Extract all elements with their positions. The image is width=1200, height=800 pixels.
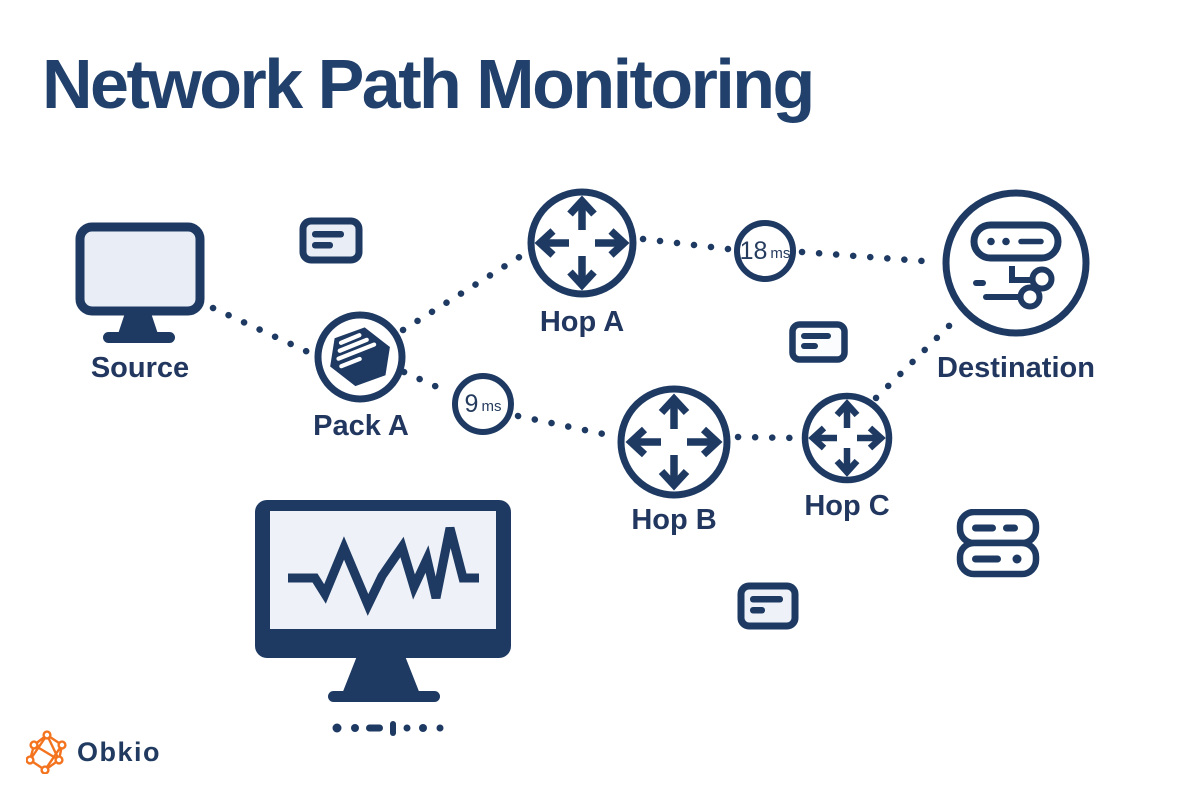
server-stack-icon — [956, 509, 1040, 578]
latency-unit: ms — [481, 398, 502, 415]
logo-text: Obkio — [77, 736, 162, 767]
server-node-icon — [942, 189, 1090, 337]
link-latency9-hop-b — [514, 412, 617, 440]
packet-label: Pack A — [313, 410, 409, 442]
router-icon — [617, 385, 731, 499]
obkio-network-icon — [26, 730, 67, 774]
monitor-waveform-icon — [255, 500, 511, 702]
link-source-packet — [209, 304, 312, 356]
hop-a-label: Hop A — [539, 306, 625, 338]
destination-label: Destination — [937, 352, 1095, 384]
latency-value: 9 — [464, 389, 479, 418]
router-icon — [801, 392, 893, 484]
dotted-morse-icon — [332, 721, 444, 736]
link-hop-a-latency18 — [639, 235, 732, 253]
logo: Obkio — [26, 730, 161, 774]
monitor-icon — [75, 222, 205, 343]
packet-cube-icon — [314, 311, 406, 403]
hop-b-label: Hop B — [631, 504, 717, 536]
source-label: Source — [90, 352, 190, 384]
card-icon — [789, 321, 848, 363]
router-icon — [527, 188, 637, 298]
latency-badge-18ms: 18 ms — [734, 220, 796, 282]
card-icon — [737, 582, 799, 630]
latency-unit: ms — [770, 245, 791, 262]
link-packet-hop-a — [399, 252, 525, 334]
link-hop-c-destination — [872, 317, 958, 402]
hop-c-label: Hop C — [804, 490, 890, 522]
latency-value: 18 — [739, 236, 768, 265]
page-title: Network Path Monitoring — [42, 45, 815, 123]
link-hop-b-hop-c — [734, 433, 800, 442]
card-icon — [299, 217, 363, 264]
link-packet-latency9 — [400, 368, 450, 395]
link-latency18-destination — [798, 248, 940, 266]
latency-badge-9ms: 9 ms — [452, 373, 514, 435]
